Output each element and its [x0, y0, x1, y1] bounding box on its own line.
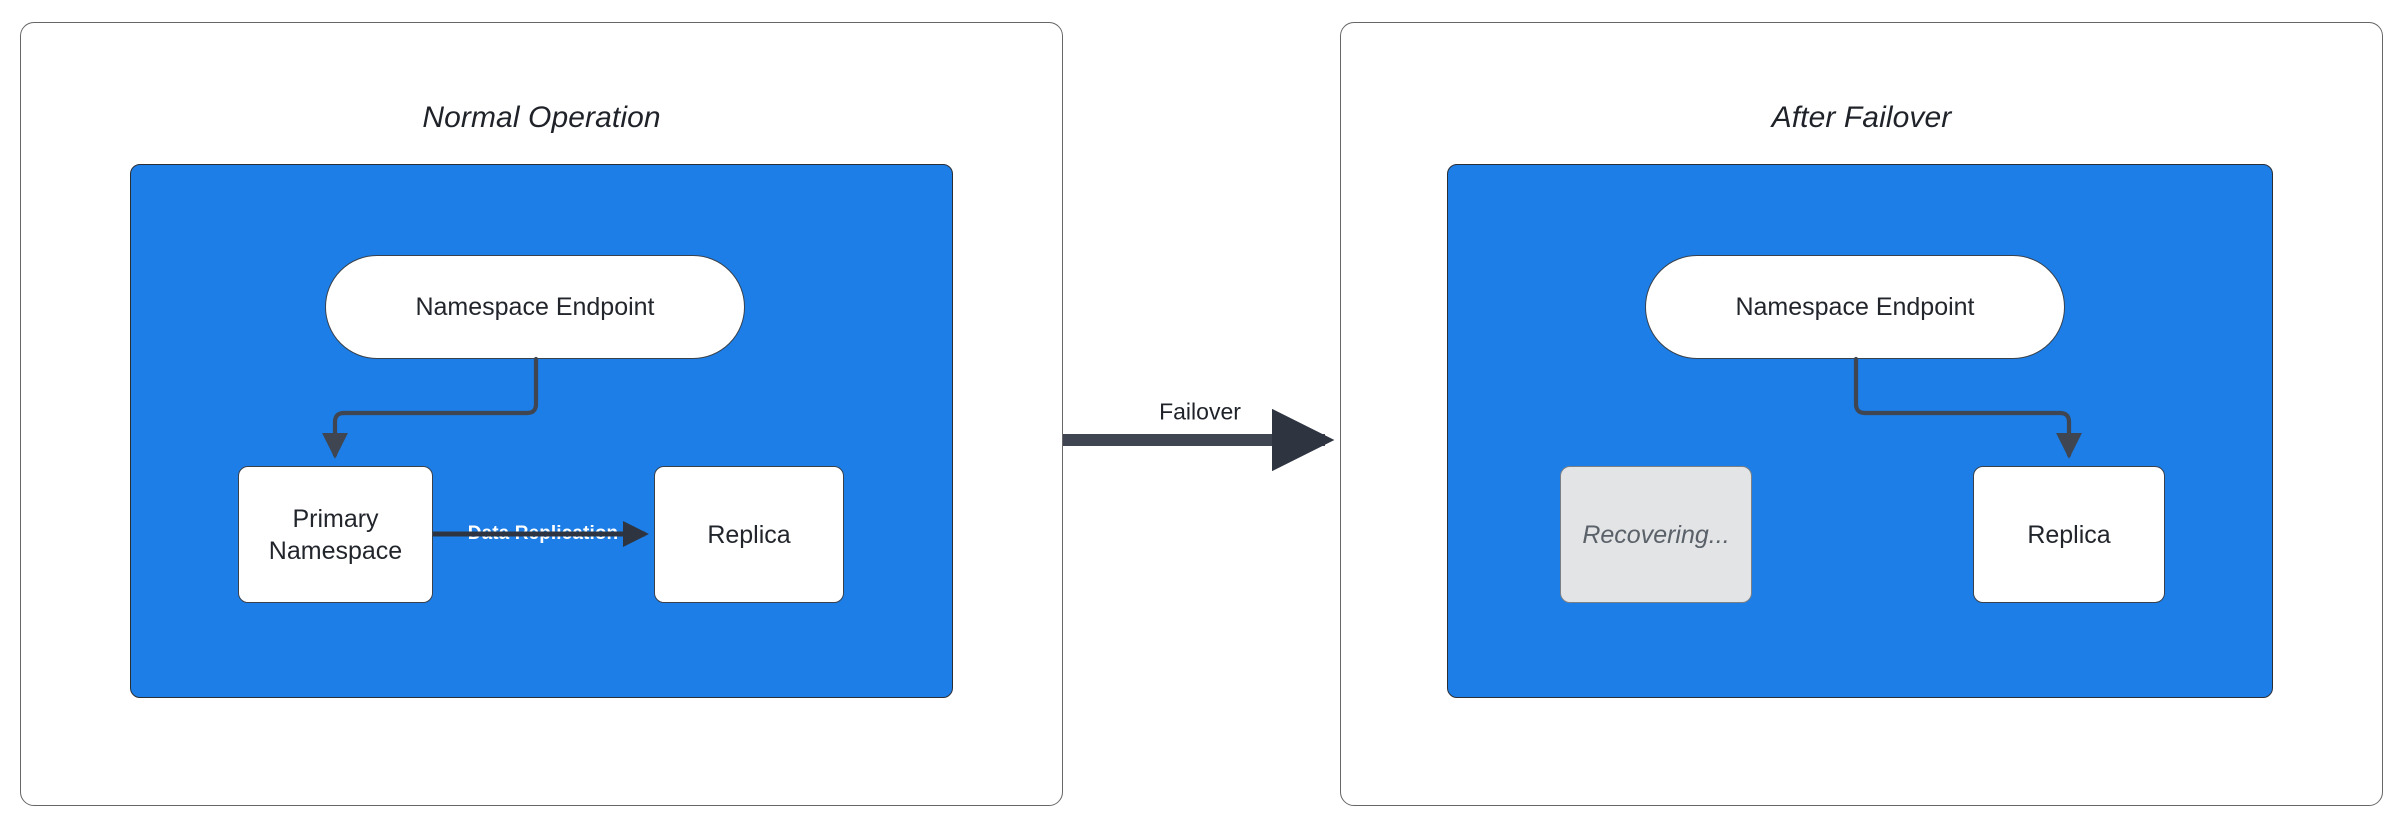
node-label: Namespace Endpoint [415, 293, 655, 321]
node-recovering[interactable]: Recovering... [1560, 466, 1752, 603]
node-label: Recovering... [1582, 520, 1730, 549]
node-label-line-2: Namespace [268, 536, 403, 565]
edge-label-failover: Failover [1159, 398, 1241, 425]
edge-label-data-replication: Data Replication [467, 523, 619, 544]
node-namespace-endpoint-right[interactable]: Namespace Endpoint [1645, 255, 2065, 359]
node-namespace-endpoint-left[interactable]: Namespace Endpoint [325, 255, 745, 359]
node-replica-left[interactable]: Replica [654, 466, 844, 603]
cluster-normal-operation [130, 164, 953, 698]
node-primary-namespace[interactable]: Primary Namespace [238, 466, 433, 603]
cluster-after-failover [1447, 164, 2273, 698]
node-label-line-1: Primary [292, 504, 379, 533]
node-label: Replica [707, 520, 791, 549]
node-label: Replica [2027, 520, 2111, 549]
panel-title-normal-operation: Normal Operation [422, 101, 661, 134]
node-label: Primary Namespace [269, 503, 402, 567]
panel-title-after-failover: After Failover [1771, 101, 1952, 134]
node-replica-right[interactable]: Replica [1973, 466, 2165, 603]
node-label: Namespace Endpoint [1735, 293, 1975, 321]
